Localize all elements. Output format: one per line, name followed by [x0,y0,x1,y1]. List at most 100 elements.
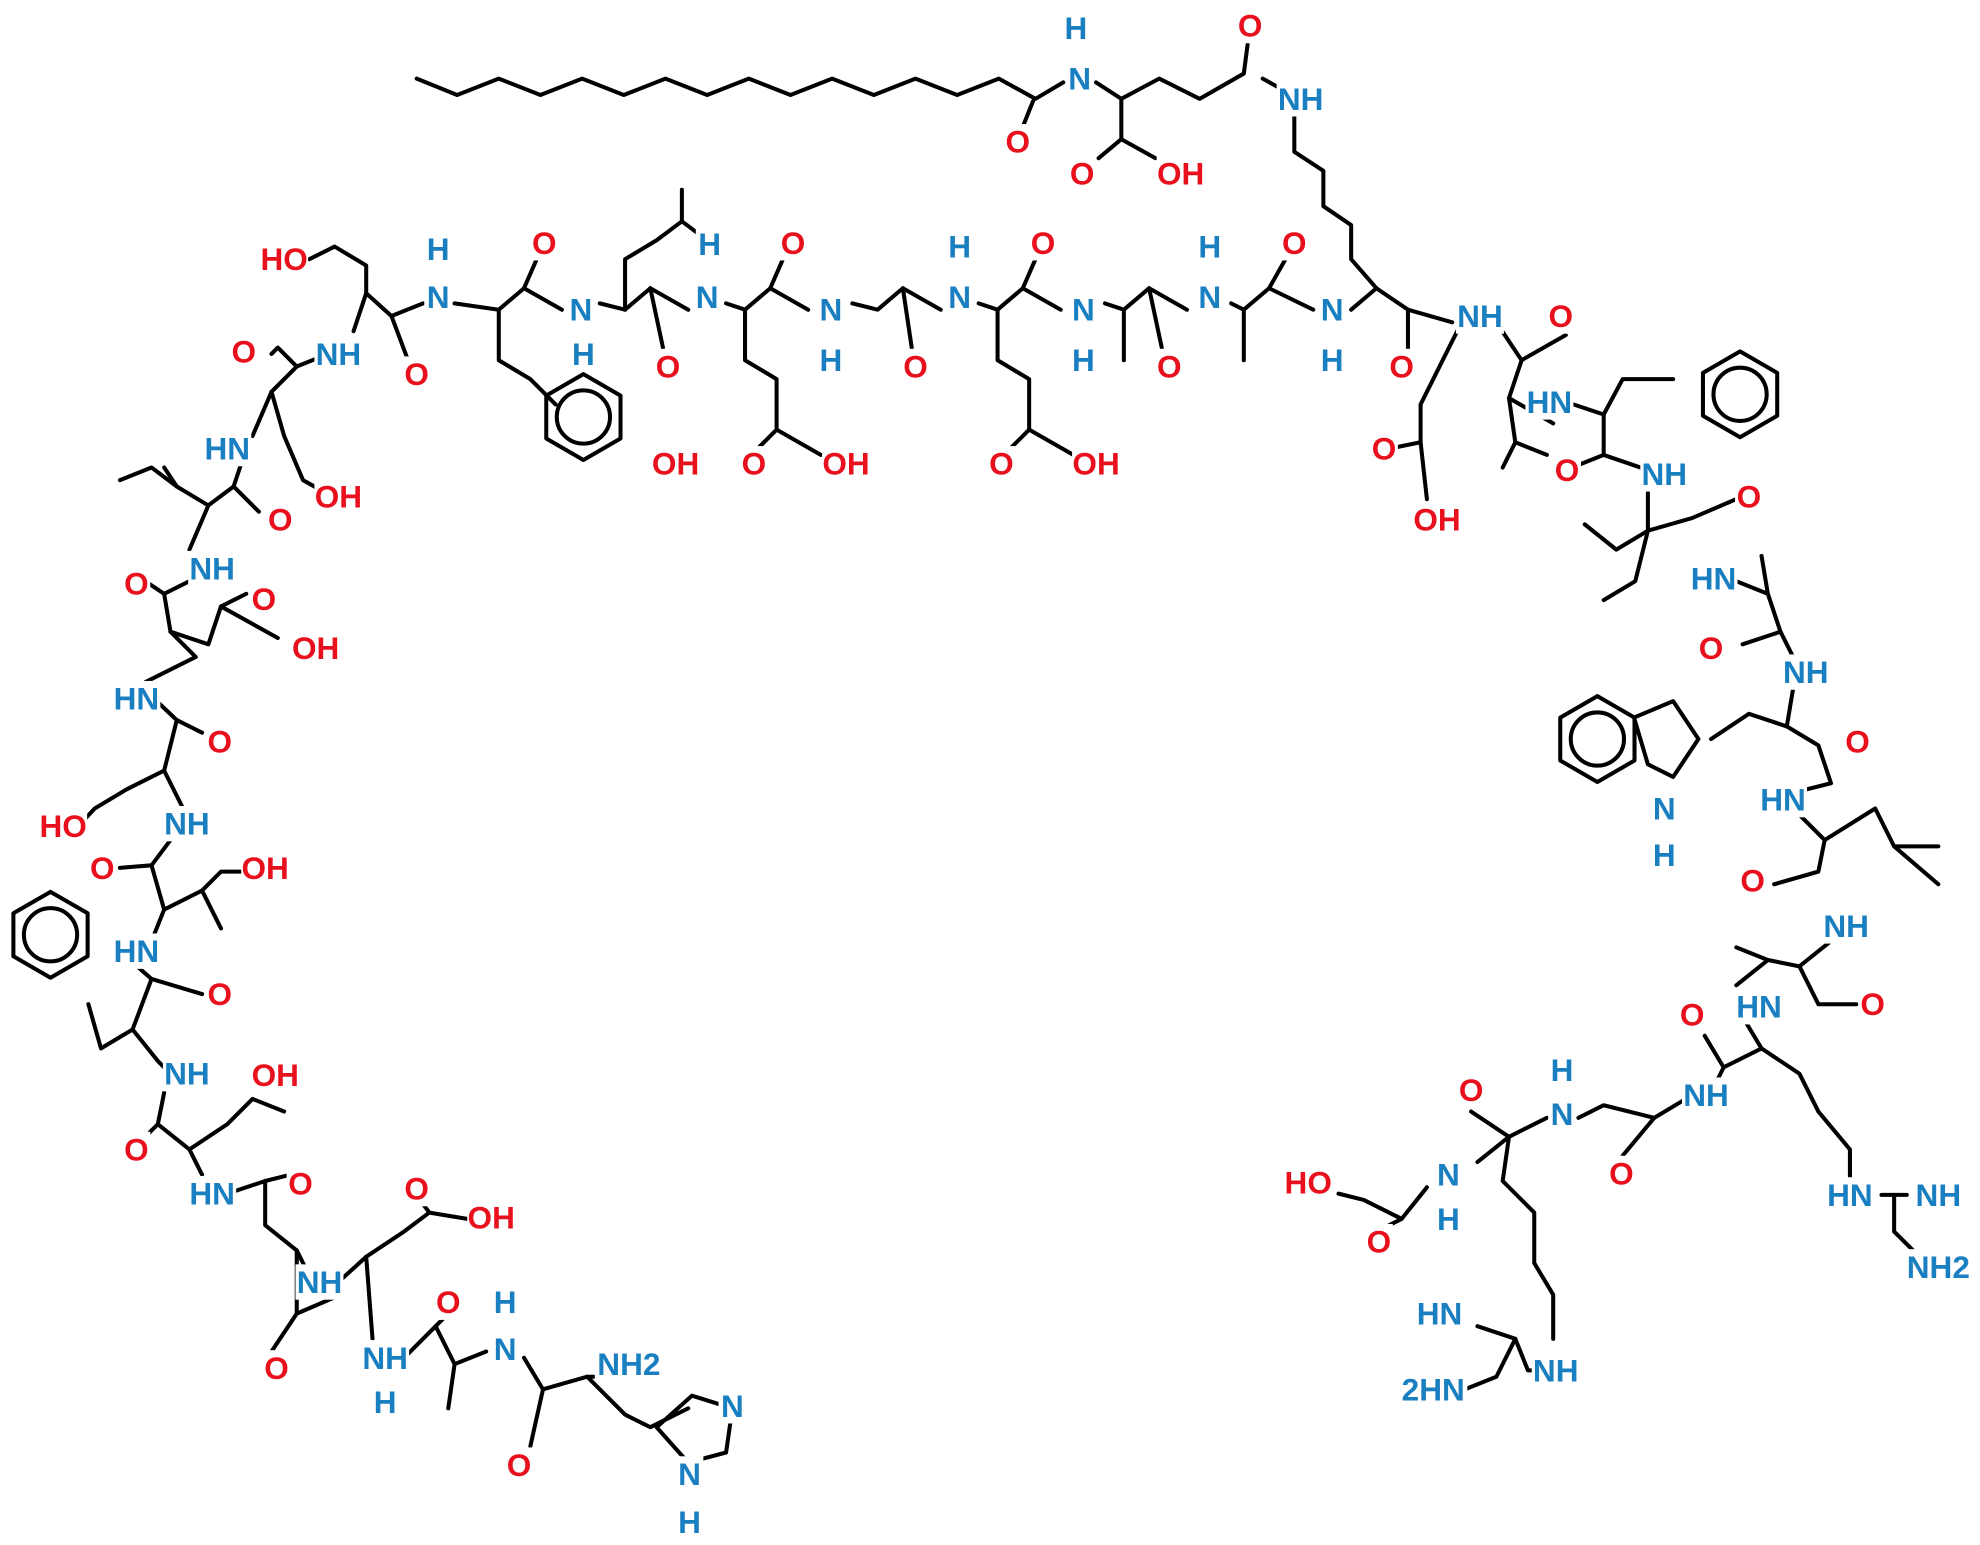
nitrogen-atom-label: H [948,229,971,265]
tyrosine-ring [544,372,623,462]
oxygen-atom-label: O [252,581,277,617]
bond [86,976,154,1051]
bond [336,1210,470,1285]
bond [1759,1046,1852,1180]
nitrogen-atom-label: H [1653,837,1676,873]
nitrogen-atom-label: NH2 [597,1346,660,1382]
phenylalanine-ring-aromatic [21,906,80,964]
bond [976,286,1063,312]
bond [774,427,823,457]
oxygen-atom-label: O [1389,349,1414,385]
bond [187,446,249,552]
bond [1601,528,1650,603]
nitrogen-atom-label: N [948,279,971,315]
bond [1374,286,1410,350]
oxygen-atom-label: O [1459,1072,1484,1108]
nitrogen-atom-label: HN [1691,561,1737,597]
bond [76,768,167,829]
bond [1147,286,1164,350]
bond [496,307,558,407]
nitrogen-atom-label: N [1551,1096,1574,1132]
nitrogen-atom-label: N [427,279,450,315]
nitrogen-atom-label: NH [164,1056,210,1092]
nitrogen-atom-label: N [1321,292,1344,328]
oxygen-atom-label: HO [260,241,307,277]
nitrogen-atom-label: N [1068,61,1091,97]
nitrogen-atom-label: H [1321,342,1344,378]
oxygen-atom-label: O [231,333,256,369]
oxygen-atom-label: O [742,446,767,482]
bond [1119,137,1158,161]
oxygen-atom-label: O [404,1171,429,1207]
bond [452,286,564,312]
nitrogen-atom-label: NH [1642,456,1688,492]
bond [1094,42,1250,101]
bond [225,1178,312,1278]
bond [162,869,255,912]
bond [1797,964,1859,1007]
bond [724,286,811,312]
bond [743,307,779,451]
oxygen-atom-label: O [1070,155,1095,191]
oxygen-atom-label: O [903,349,928,385]
nitrogen-atom-label: NH [1683,1077,1729,1113]
bond [1229,286,1316,312]
bond [1096,96,1124,161]
bond [1740,629,1783,647]
bond [1500,440,1518,470]
indole-pyrrole-ring [1631,699,1701,779]
oxygen-atom-label: O [404,356,429,392]
oxygen-atom-label: OH [652,446,699,482]
nitrogen-atom-label: HN [114,933,160,969]
bond [146,581,167,596]
oxygen-atom-label: O [1006,124,1031,160]
bond [269,345,325,369]
oxygen-atom-label: O [1699,630,1724,666]
oxygen-atom-label: O [90,850,115,886]
nitrogen-atom-label: H [819,342,842,378]
nitrogen-atom-label: HN [1736,989,1782,1025]
bond [1620,1096,1688,1158]
bond [117,465,211,508]
phenylalanine-ring [11,889,90,980]
oxygen-atom-label: OH [292,630,339,666]
oxygen-atom-label: OH [315,479,362,515]
bond [1469,1109,1512,1139]
bond [307,244,369,296]
bond [433,1324,489,1367]
nitrogen-atom-label: H [1198,229,1221,265]
nitrogen-atom-label: NH [1916,1177,1962,1213]
bond [522,257,539,291]
nitrogen-atom-label: H [494,1284,517,1320]
nitrogen-atom-label: H [698,226,721,262]
oxygen-atom-label: O [1740,862,1765,898]
bond [1784,724,1834,792]
bond [1702,1033,1726,1070]
bond [1292,114,1379,291]
bond [1500,1134,1556,1341]
nitrogen-atom-label: N [678,1456,701,1492]
nitrogen-atom-label: H [1064,10,1087,46]
oxygen-atom-label: O [656,349,681,385]
bonds [76,42,1941,1449]
nitrogen-atom-label: 2HN [1402,1371,1465,1407]
bond [231,484,261,514]
oxygen-atom-label: O [207,976,232,1012]
oxygen-atom-label: O [781,225,806,261]
nitrogen-atom-label: N [494,1331,517,1367]
nitrogen-atom-label: H [1437,1201,1460,1237]
bond [152,696,205,735]
bond [1582,490,1650,552]
oxygen-atom-label: O [1548,298,1573,334]
bond [1734,939,1834,988]
oxygen-atom-label: O [507,1447,532,1483]
bond [155,1122,205,1177]
nitrogen-atom-label: NH [1278,81,1324,117]
bond [162,465,179,489]
nitrogen-atom-label: HN [1827,1177,1873,1213]
oxygen-atom-label: O [124,566,149,602]
bond [585,1374,691,1430]
indole-benzene-ring-aromatic [1568,710,1627,768]
oxygen-atom-label: O [1555,452,1580,488]
